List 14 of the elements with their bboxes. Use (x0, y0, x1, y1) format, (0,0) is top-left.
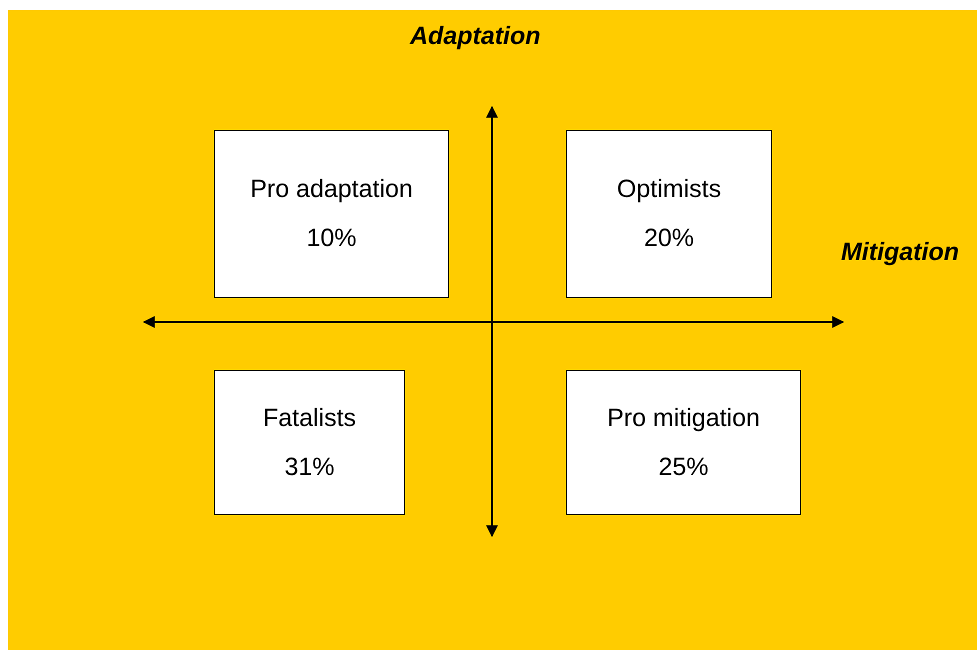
percentage-value: 31% (284, 454, 335, 480)
quadrant-name: Pro adaptation (250, 177, 413, 202)
quadrant-box (566, 370, 801, 515)
quadrant-box (214, 130, 449, 298)
quadrant-name: Pro mitigation (607, 406, 760, 430)
percentage-value: 25% (658, 454, 709, 480)
axis-label: Mitigation (840, 238, 959, 267)
percentage-value: 20% (644, 226, 694, 251)
quadrant-box (566, 130, 772, 298)
quadrant-box (214, 370, 405, 515)
axis-label: Adaptation (410, 22, 541, 51)
quadrant-name: Fatalists (262, 406, 356, 430)
quadrant-name: Optimists (616, 177, 722, 202)
percentage-value: 10% (306, 226, 357, 251)
